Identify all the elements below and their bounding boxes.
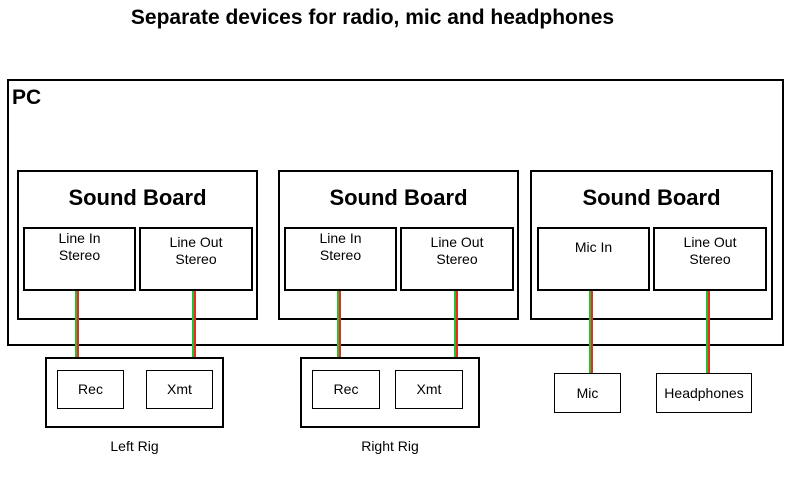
left-rig-xmt: Xmt — [146, 370, 213, 409]
cable-board1-linein-to-left-rec — [75, 291, 79, 358]
sound-board-3-title: Sound Board — [582, 185, 721, 210]
pc-label: PC — [12, 86, 42, 109]
board-1-line-in-port: Line In Stereo — [23, 227, 136, 291]
left-rig-caption: Left Rig — [110, 438, 159, 454]
cable-board3-micin-to-mic — [589, 291, 593, 373]
board-3-line-out-port: Line Out Stereo — [653, 227, 767, 291]
cable-board3-lineout-to-headphones — [706, 291, 710, 373]
left-rig-rec: Rec — [57, 370, 124, 409]
cable-board2-lineout-to-right-xmt — [454, 291, 458, 358]
right-rig-xmt: Xmt — [395, 370, 463, 409]
right-rig-rec: Rec — [312, 370, 380, 409]
board-2-line-out-port: Line Out Stereo — [400, 227, 514, 291]
mic-device: Mic — [554, 373, 621, 413]
sound-board-1-title: Sound Board — [68, 185, 207, 210]
board-3-mic-in-port: Mic In — [537, 227, 650, 291]
cable-board1-lineout-to-left-xmt — [192, 291, 196, 358]
cable-board2-linein-to-right-rec — [337, 291, 341, 358]
board-2-line-in-port: Line In Stereo — [284, 227, 397, 291]
sound-board-2-title: Sound Board — [329, 185, 468, 210]
diagram-title: Separate devices for radio, mic and head… — [130, 6, 615, 29]
right-rig-caption: Right Rig — [361, 438, 419, 454]
board-1-line-out-port: Line Out Stereo — [139, 227, 253, 291]
headphones-device: Headphones — [656, 373, 752, 413]
